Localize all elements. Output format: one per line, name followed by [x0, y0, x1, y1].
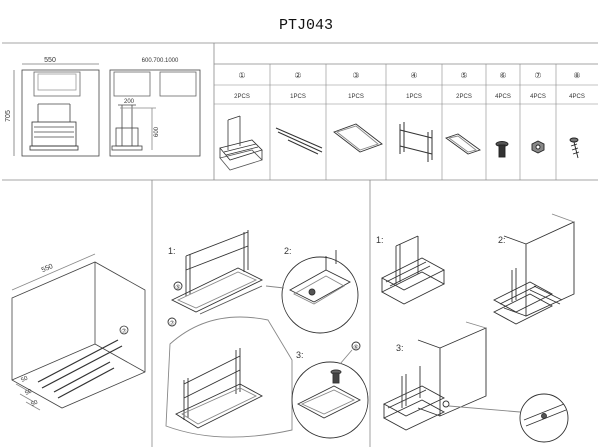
install-step-2: 2: [498, 235, 506, 245]
width-dimension: 550 [44, 57, 56, 64]
nut-icon [531, 140, 545, 154]
detail-circle-rail [519, 393, 569, 443]
assembly-step-1: 1: [168, 246, 176, 256]
part-number: ⑦ [534, 71, 541, 80]
part-quantities: 2PCS 1PCS 1PCS 1PCS 2PCS 4PCS 4PCS 4PCS [234, 94, 585, 100]
part-quantity: 1PCS [348, 94, 364, 100]
part-number: ① [238, 71, 245, 80]
part-number: ⑤ [460, 71, 467, 80]
cabinet-step-3 [383, 321, 521, 431]
basket-assembled [381, 235, 445, 305]
part-quantity: 1PCS [290, 94, 306, 100]
part-quantity: 2PCS [234, 94, 250, 100]
cabinet-dim-c: 50 [30, 399, 39, 407]
drawing-title: PTJ043 [279, 17, 333, 34]
range-dimension: 600.700.1000 [142, 58, 179, 64]
part-quantity: 4PCS [495, 94, 511, 100]
screw-icon [569, 137, 580, 159]
height-dimension: 705 [5, 110, 12, 122]
tray-icon [333, 123, 383, 153]
assembly-closeup [165, 316, 293, 438]
basket-icon [219, 115, 263, 171]
small-tray-icon [445, 133, 481, 155]
assembly-callout-a: ⑤ [175, 284, 180, 291]
assembly-callout-b: ⑦ [169, 320, 174, 327]
part-numbers: ① ② ③ ④ ⑤ ⑥ ⑦ ⑧ [238, 71, 580, 80]
sheet-frame [2, 42, 598, 447]
part-number: ⑥ [499, 71, 506, 80]
part-number: ⑧ [573, 71, 580, 80]
part-quantity: 4PCS [569, 94, 585, 100]
install-step-3: 3: [396, 343, 404, 353]
assembly-callout-c: ⑥ [353, 344, 358, 351]
part-quantity: 4PCS [530, 94, 546, 100]
part-quantity: 1PCS [406, 94, 422, 100]
inner-dimension-b: 600 [154, 126, 160, 137]
slide-rail-icon [275, 127, 323, 155]
frame-icon [399, 122, 433, 162]
cabinet-callout: ⑦ [121, 328, 126, 335]
bolt-icon [495, 141, 509, 158]
cabinet-step-2 [493, 213, 575, 325]
part-number: ④ [410, 71, 417, 80]
side-view [109, 69, 201, 157]
cabinet-dim-b: 50 [24, 388, 33, 396]
install-step-1: 1: [376, 235, 384, 245]
part-quantity: 2PCS [456, 94, 472, 100]
frame-assembly [167, 230, 264, 327]
front-view [13, 63, 100, 157]
parts-table [214, 64, 598, 180]
detail-circle-2 [265, 250, 359, 334]
assembly-step-2: 2: [284, 246, 292, 256]
part-number: ② [294, 71, 301, 80]
cabinet-dim-top: 550 [41, 263, 55, 274]
cabinet-dim-a: 50 [20, 375, 29, 383]
assembly-step-3: 3: [296, 350, 304, 360]
inner-dimension-a: 200 [124, 99, 135, 105]
part-number: ③ [352, 71, 359, 80]
detail-circle-3 [291, 341, 369, 439]
cabinet-isometric [11, 253, 146, 411]
